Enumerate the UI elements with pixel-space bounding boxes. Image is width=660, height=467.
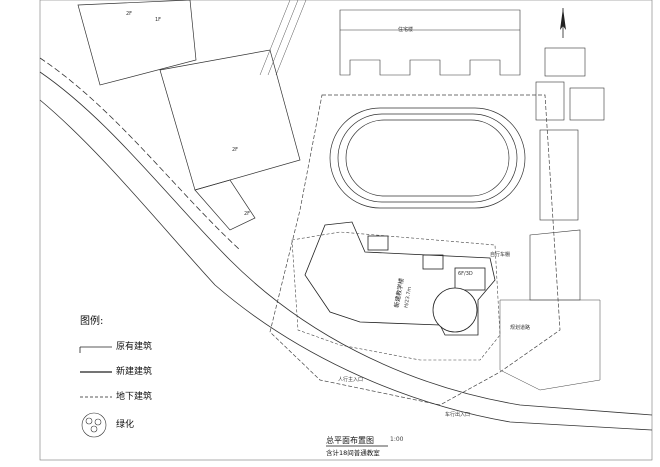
residential-block xyxy=(339,9,521,76)
running-track xyxy=(329,107,526,209)
legend-swatches xyxy=(79,346,112,438)
underground-building xyxy=(291,231,501,361)
road-note-label: 规划道路 xyxy=(510,325,531,331)
building-floor-2f-left: 2F xyxy=(244,211,251,217)
site-boundary xyxy=(269,94,561,406)
floor-label-6f: 6F/3D xyxy=(458,271,473,277)
pedestrian-entrance-label: 人行主入口 xyxy=(338,377,364,383)
drawing-scale: 1:00 xyxy=(390,436,404,443)
legend-green-label: 绿化 xyxy=(116,420,135,430)
building-floor-2f-b: 2F xyxy=(232,147,239,153)
new-building xyxy=(304,221,496,336)
legend-underground-label: 地下建筑 xyxy=(116,392,153,402)
drawing-subtitle: 含计18间普通教室 xyxy=(326,449,380,457)
green-area-right xyxy=(499,299,601,391)
main-road xyxy=(39,57,653,431)
bike-shed-label: 自行车棚 xyxy=(490,252,511,258)
legend-green-icon xyxy=(81,412,107,438)
existing-building-top-left xyxy=(77,0,301,231)
building-floor-2f-a: 2F xyxy=(126,11,133,17)
drawing-frame xyxy=(39,0,653,461)
legend-title: 图例: xyxy=(80,316,104,327)
drawing-title: 总平面布置图 xyxy=(326,436,374,445)
residential-label: 住宅楼 xyxy=(398,27,414,33)
north-arrow-icon xyxy=(560,8,566,38)
legend-new-label: 新建建筑 xyxy=(116,367,153,377)
building-floor-1f: 1F xyxy=(155,17,162,23)
existing-building-right xyxy=(529,47,605,301)
vehicle-entrance-label: 车行出入口 xyxy=(445,412,471,418)
legend-existing-label: 原有建筑 xyxy=(116,342,153,352)
existing-building-top-strips xyxy=(259,0,307,76)
